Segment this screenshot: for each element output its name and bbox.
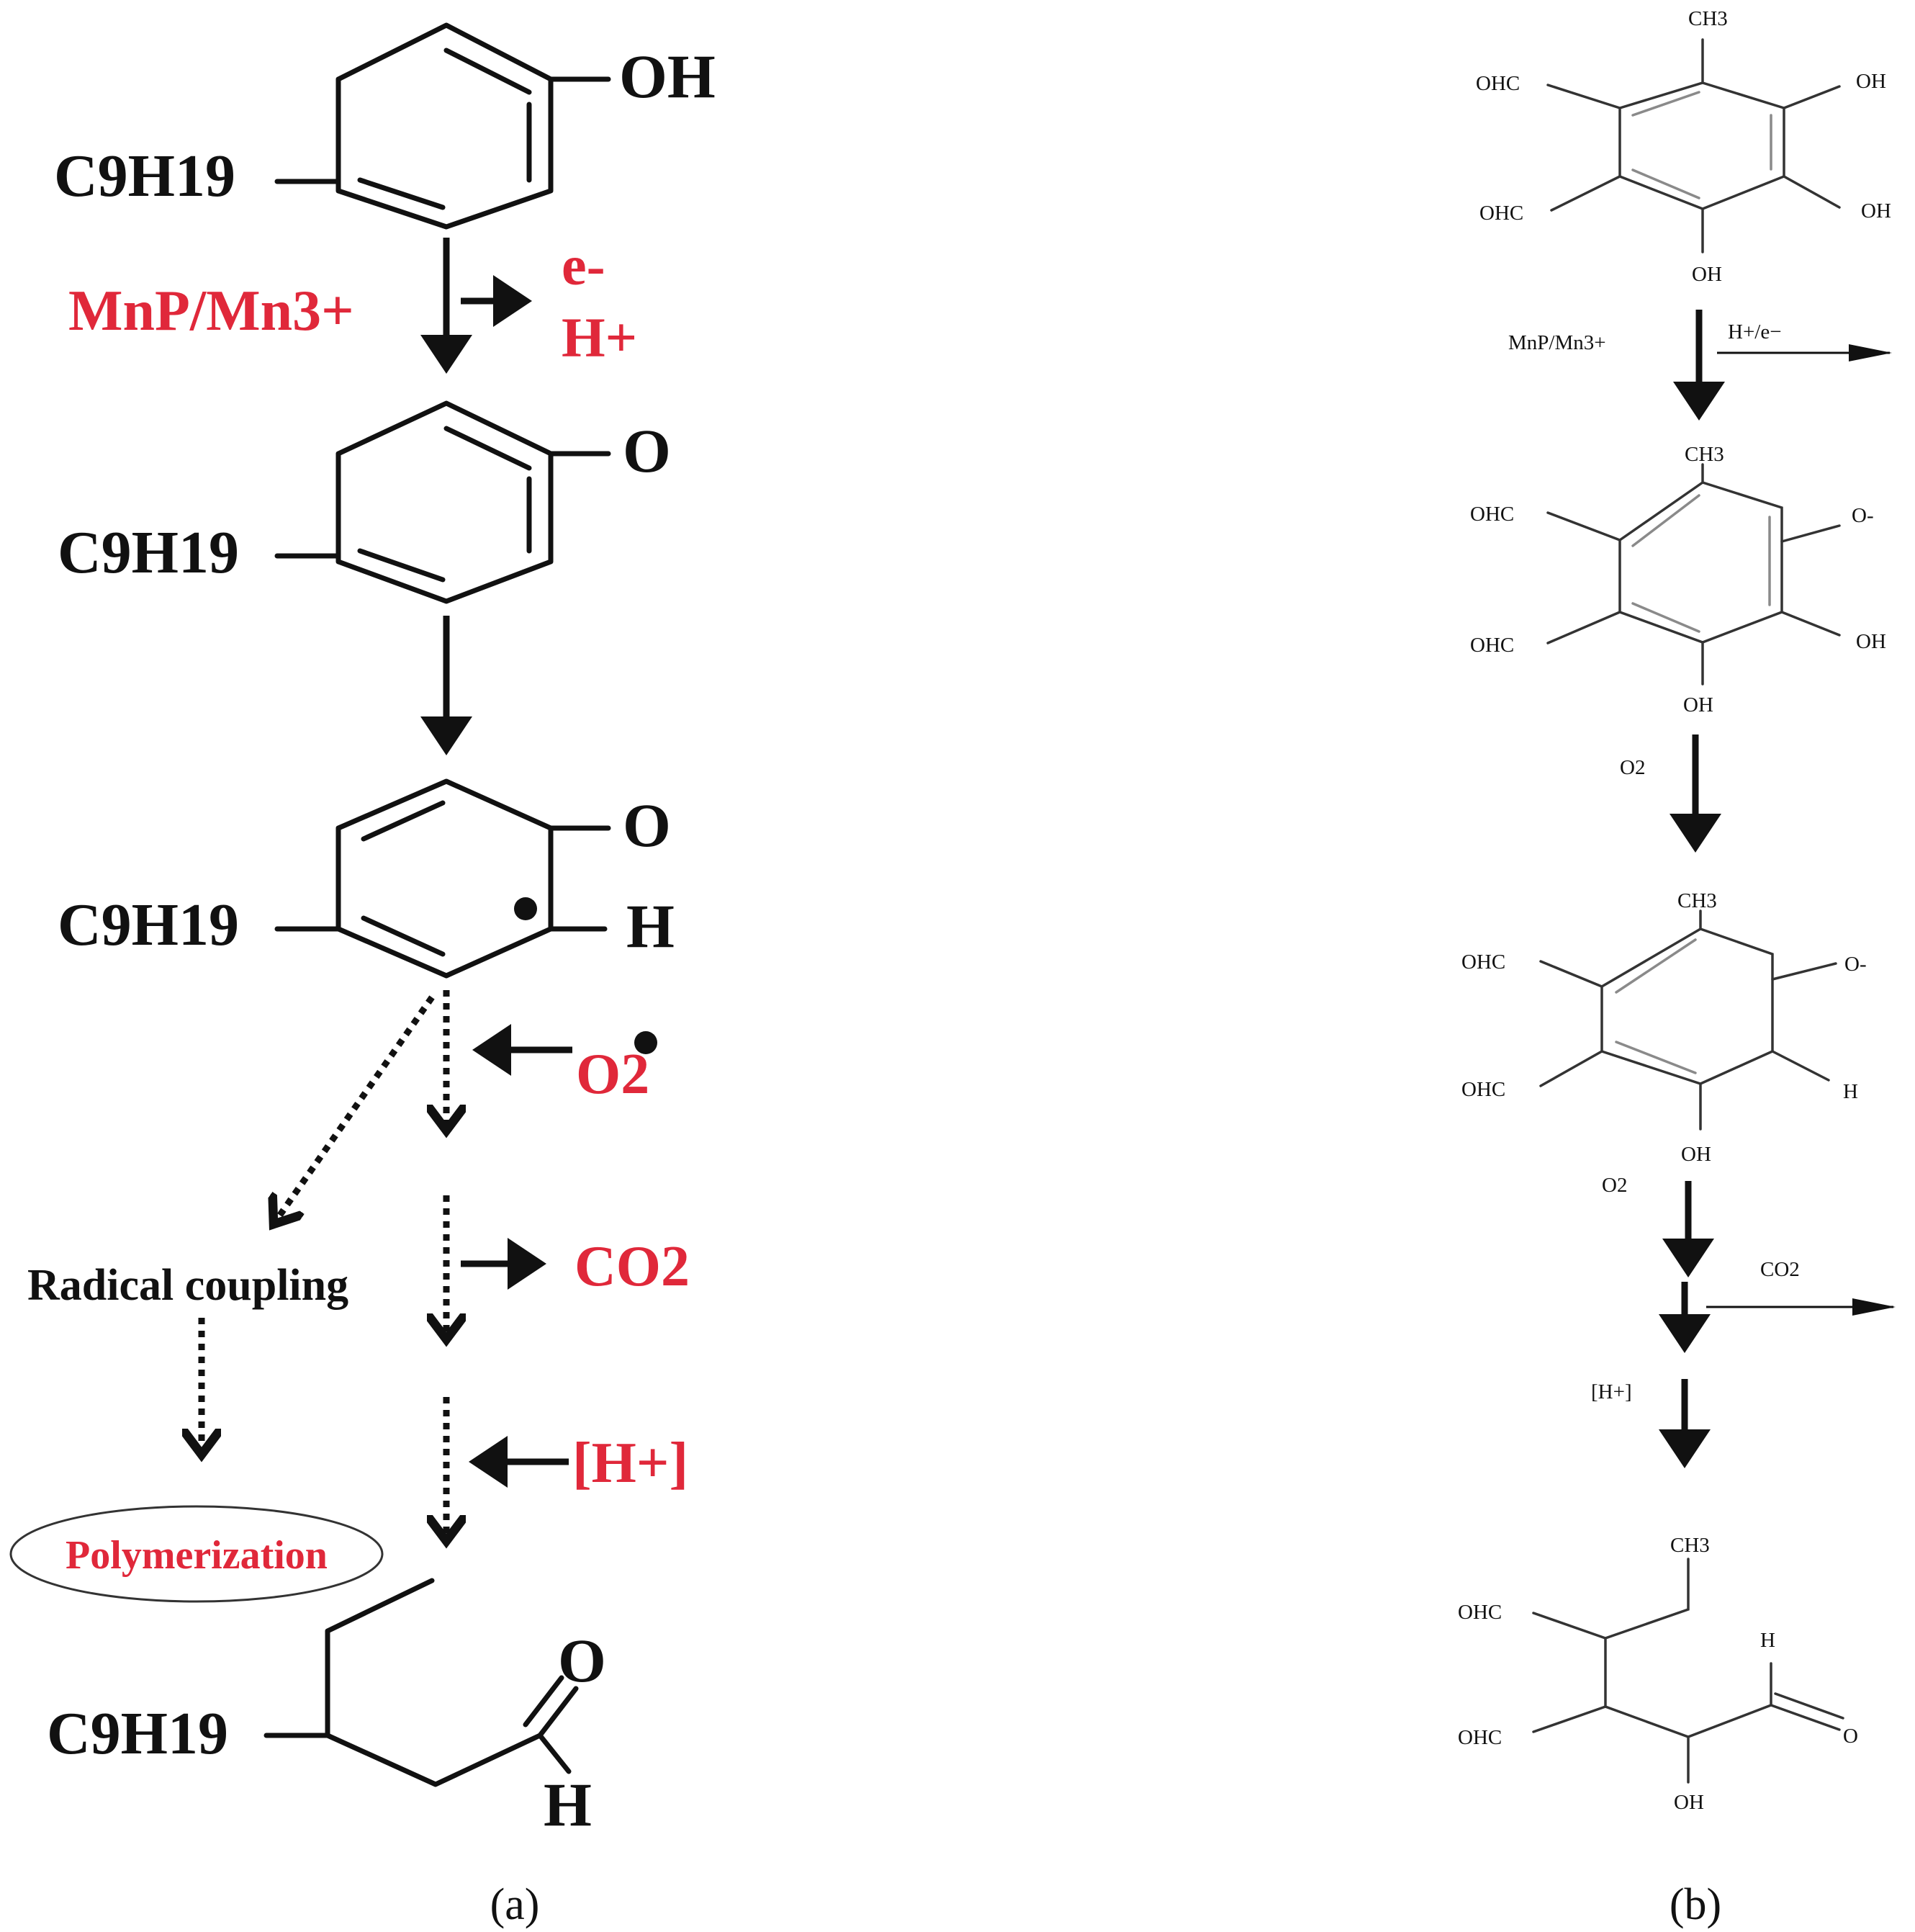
- a-radical-coupling-label: Radical coupling: [27, 1261, 348, 1310]
- b-mol3: CH3 OHC OHC O- H OH: [1461, 889, 1867, 1166]
- panel-b: CH3 OHC OHC OH OH OH MnP/Mn3+ H+/e− CH3 …: [1458, 7, 1896, 1929]
- b-mol3-ch3: CH3: [1677, 889, 1717, 912]
- b-step1-reagent: MnP/Mn3+: [1508, 331, 1606, 354]
- b-caption: (b): [1670, 1880, 1721, 1929]
- b-mol1-oh-upper: OH: [1856, 70, 1886, 93]
- b-mol1: CH3 OHC OHC OH OH OH: [1476, 7, 1891, 286]
- b-product-aldehyde-h: H: [1760, 1629, 1775, 1652]
- b-mol1-ohc-lower: OHC: [1479, 202, 1523, 225]
- b-mol2-ohc-upper: OHC: [1470, 503, 1514, 526]
- b-mol1-ohc-upper: OHC: [1476, 72, 1520, 95]
- b-step3-reagent: O2: [1602, 1174, 1627, 1197]
- a-step1-proton: H+: [562, 306, 637, 369]
- b-mol3-oh-bottom: OH: [1681, 1143, 1711, 1166]
- a-mol1-oh: OH: [619, 42, 716, 111]
- a-phenoxy-radical: O C9H19: [58, 400, 671, 604]
- a-nonylphenol: OH C9H19: [54, 22, 716, 230]
- a-product-c9h19: C9H19: [47, 1700, 228, 1767]
- b-step4-product: CO2: [1760, 1258, 1800, 1281]
- b-mol2: CH3 OHC OHC O- OH OH: [1470, 443, 1886, 716]
- b-mol2-oh-bottom: OH: [1683, 693, 1713, 716]
- a-o2-label: O2: [576, 1043, 649, 1106]
- a-step1-electron: e-: [562, 234, 605, 297]
- b-mol3-o-minus: O-: [1844, 953, 1867, 976]
- b-step1-product: H+/e−: [1728, 320, 1782, 343]
- b-mol2-oh-right: OH: [1856, 630, 1886, 653]
- a-step1-reagent: MnP/Mn3+: [68, 279, 354, 343]
- a-mol1-c9h19: C9H19: [54, 143, 235, 210]
- a-caption: (a): [490, 1880, 540, 1929]
- a-mol2-c9h19: C9H19: [58, 519, 239, 586]
- panel-a: OH C9H19 MnP/Mn3+ e- H+ O C9H19: [9, 22, 716, 1929]
- a-coupling-dotted-arrow: [274, 995, 435, 1224]
- b-mol1-oh-bottom: OH: [1692, 263, 1722, 286]
- a-mol2-o: O: [623, 416, 671, 485]
- b-mol3-h: H: [1843, 1080, 1858, 1103]
- a-mol3-c9h19: C9H19: [58, 891, 239, 958]
- b-mol2-ch3: CH3: [1685, 443, 1724, 466]
- b-product-ohc-lower: OHC: [1458, 1726, 1502, 1749]
- a-mol3-h: H: [626, 891, 675, 961]
- a-product-h: H: [544, 1770, 592, 1839]
- a-aldehyde-product: O H C9H19: [47, 1578, 606, 1839]
- a-h-label: [H+]: [572, 1432, 688, 1495]
- a-mol3-o: O: [623, 791, 671, 860]
- b-step2-reagent: O2: [1620, 756, 1645, 779]
- b-product-ch3: CH3: [1670, 1534, 1710, 1557]
- b-product-oh-bottom: OH: [1674, 1791, 1704, 1814]
- a-radical-dot: [514, 897, 537, 920]
- a-product-o: O: [558, 1626, 606, 1695]
- b-mol3-ohc-lower: OHC: [1461, 1078, 1505, 1101]
- a-carbon-radical: O H C9H19: [58, 778, 675, 979]
- a-o2-radical-dot: [634, 1031, 657, 1054]
- b-product-aldehyde-o: O: [1843, 1725, 1858, 1748]
- a-polymerization-label: Polymerization: [66, 1533, 328, 1578]
- b-mol3-ohc-upper: OHC: [1461, 951, 1505, 974]
- b-product: CH3 OHC OHC H O OH: [1458, 1534, 1858, 1814]
- b-mol1-ch3: CH3: [1688, 7, 1728, 30]
- b-mol1-oh-lower: OH: [1861, 199, 1891, 223]
- b-product-ohc-upper: OHC: [1458, 1601, 1502, 1624]
- b-mol2-o-minus: O-: [1852, 504, 1874, 527]
- a-co2-label: CO2: [574, 1235, 690, 1298]
- b-mol2-ohc-lower: OHC: [1470, 634, 1514, 657]
- b-step5-reagent: [H+]: [1591, 1380, 1632, 1403]
- a-polymerization-oval: [9, 1505, 384, 1603]
